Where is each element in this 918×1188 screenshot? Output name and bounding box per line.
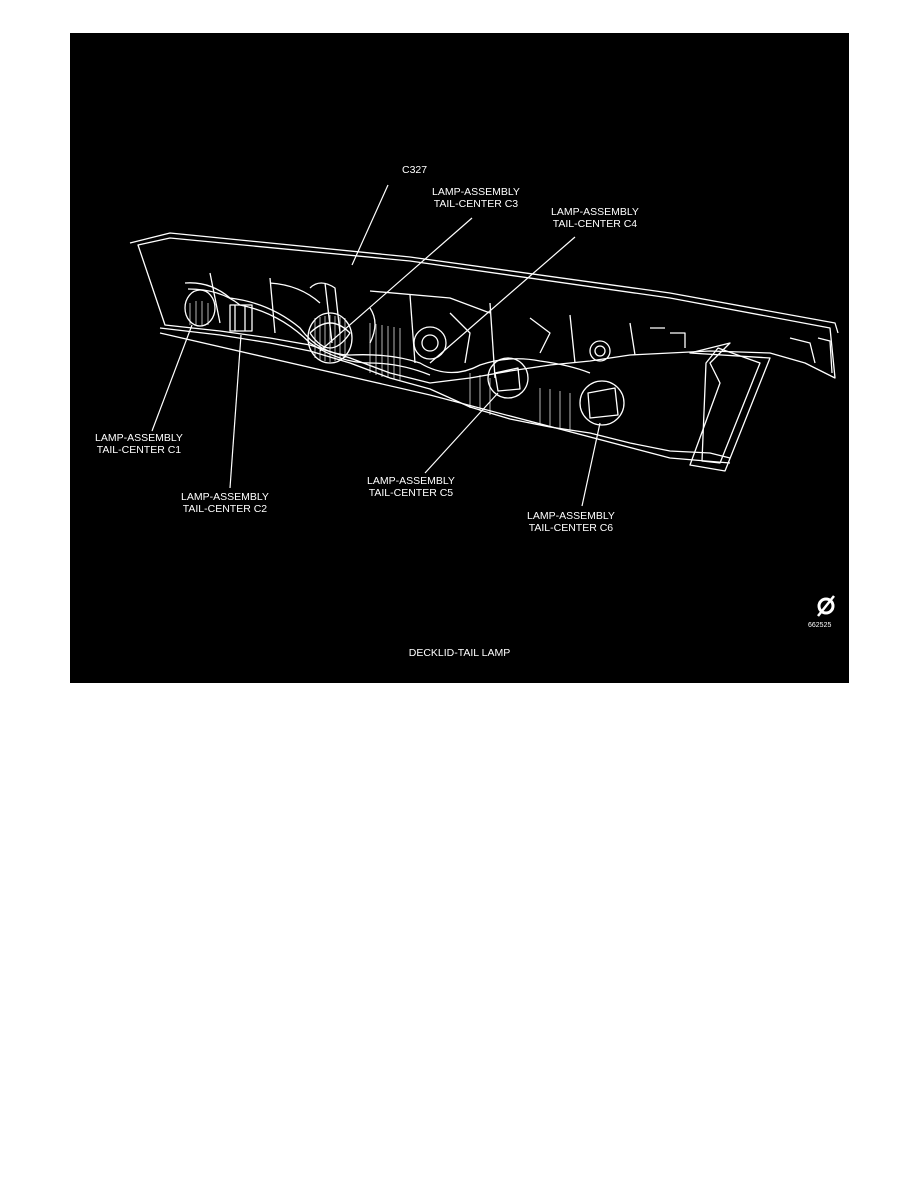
- lamp-c5-housing: [487, 357, 529, 399]
- decklid-tail-lamp-figure: C327 LAMP-ASSEMBLY TAIL-CENTER C3 LAMP-A…: [70, 33, 849, 683]
- leader-c5: [424, 392, 499, 474]
- leader-c1: [151, 324, 193, 432]
- callout-c4: LAMP-ASSEMBLY TAIL-CENTER C4: [551, 206, 639, 230]
- panel-top-edge: [129, 232, 839, 334]
- callout-c2: LAMP-ASSEMBLY TAIL-CENTER C2: [181, 491, 269, 515]
- panel-bottom: [159, 332, 731, 464]
- figure-caption: DECKLID-TAIL LAMP: [408, 647, 511, 659]
- leader-c327: [351, 184, 389, 266]
- decklid-illustration: [129, 184, 839, 617]
- lamp-c2-connector: [229, 304, 253, 332]
- leader-c6: [581, 422, 601, 507]
- lamp-c1-housing: [184, 289, 216, 327]
- leader-c2: [229, 334, 242, 489]
- figure-code: 662525: [808, 622, 832, 629]
- panel-outline: [137, 237, 836, 384]
- lamp-c6-housing: [579, 380, 625, 426]
- callout-c6: LAMP-ASSEMBLY TAIL-CENTER C6: [527, 510, 615, 534]
- callout-c1: LAMP-ASSEMBLY TAIL-CENTER C1: [95, 432, 183, 456]
- right-bracket: [689, 342, 771, 472]
- service-logo-icon: [817, 595, 835, 617]
- callout-c327: C327: [402, 164, 428, 176]
- callout-c3: LAMP-ASSEMBLY TAIL-CENTER C3: [432, 186, 520, 210]
- wiring-harness: [184, 282, 591, 374]
- leader-c4: [429, 236, 576, 364]
- lamp-c4-housing: [413, 326, 447, 360]
- leader-c3: [319, 217, 473, 352]
- callout-c5: LAMP-ASSEMBLY TAIL-CENTER C5: [367, 475, 455, 499]
- rib: [209, 272, 221, 324]
